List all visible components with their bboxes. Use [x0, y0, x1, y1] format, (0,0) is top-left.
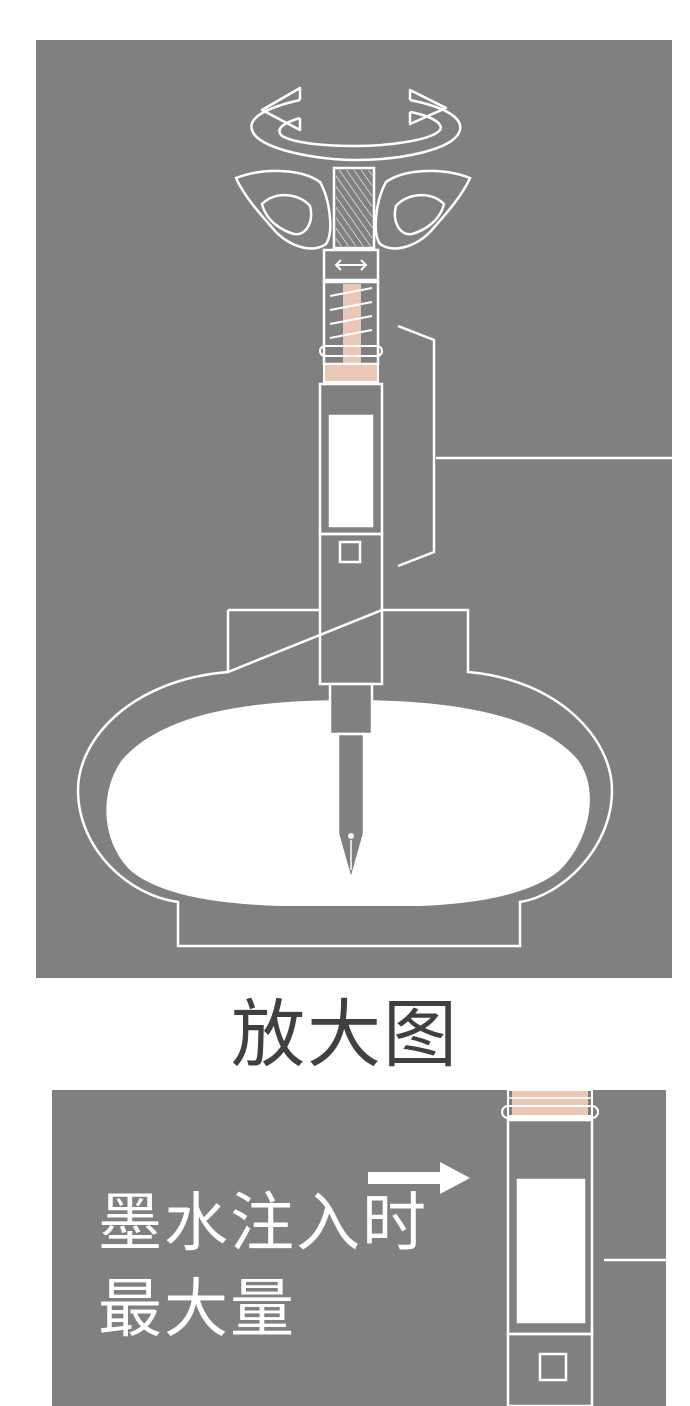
caption-ink-fill-line2: 最大量	[98, 1273, 296, 1347]
ink-bottle	[76, 608, 614, 948]
pen-connector	[322, 248, 380, 282]
pen-section	[328, 682, 374, 885]
callout-bracket	[397, 324, 672, 568]
left-finger	[234, 169, 332, 250]
right-finger	[374, 169, 472, 250]
pen-knob	[332, 166, 376, 250]
zoom-grip	[506, 1332, 594, 1406]
zoom-spring-top	[501, 1089, 599, 1119]
rotate-arrow-icon	[250, 86, 462, 162]
zoom-barrel	[506, 1118, 594, 1336]
right-arrow-icon	[368, 1162, 470, 1194]
pen-spring	[319, 280, 383, 383]
zoom-view-title: 放大图	[231, 992, 459, 1078]
pen-barrel	[318, 382, 384, 536]
pen-grip	[318, 532, 384, 686]
caption-ink-fill-line1: 墨水注入时	[98, 1187, 428, 1261]
double-arrow-icon	[334, 259, 368, 271]
